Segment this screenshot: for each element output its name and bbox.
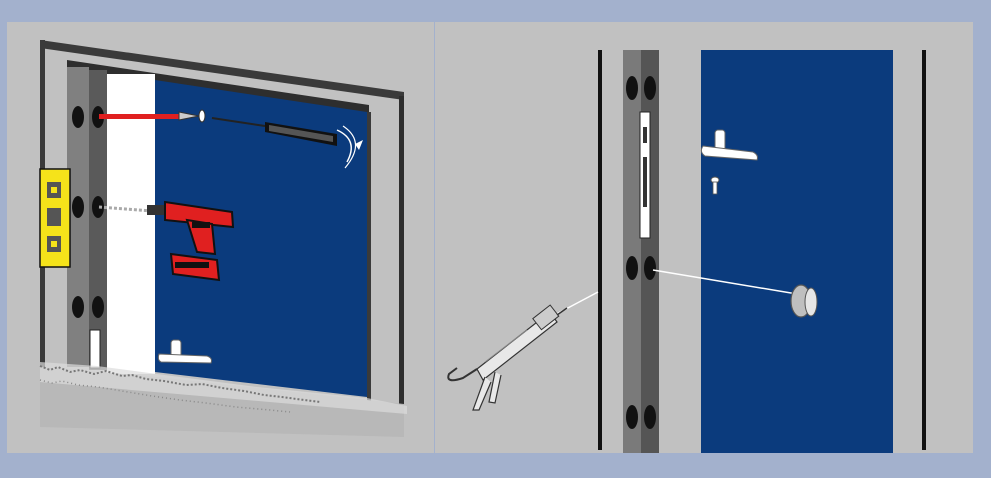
strike-plate	[90, 330, 100, 368]
wall-edge-left	[598, 50, 602, 450]
frame-profile-outer	[623, 50, 641, 453]
outer-jamb-right	[399, 96, 404, 406]
door-leaf	[701, 50, 893, 453]
installation-panel-right	[435, 22, 973, 453]
wall-edge-right	[922, 50, 926, 450]
door-installation-left-illustration	[7, 22, 434, 453]
door-installation-right-illustration	[435, 22, 973, 453]
caulking-gun-icon	[448, 292, 598, 410]
inner-jamb-right	[367, 112, 371, 402]
installation-panel-left	[7, 22, 434, 453]
spirit-level-icon	[40, 169, 70, 267]
frame-gap	[659, 50, 701, 453]
door-leaf	[155, 80, 367, 397]
frame-profile-inner	[641, 50, 659, 453]
